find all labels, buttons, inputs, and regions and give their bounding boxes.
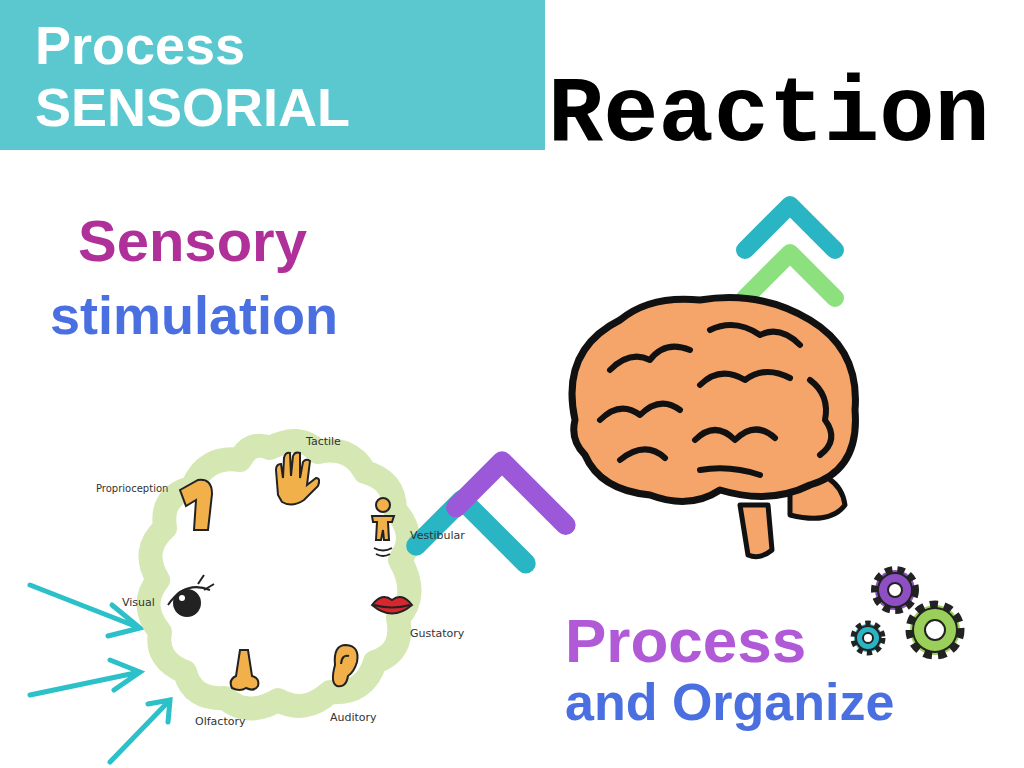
- sense-label: Proprioception: [96, 484, 168, 494]
- process-heading: Process: [565, 610, 806, 672]
- sense-label: Tactile: [306, 436, 341, 447]
- sense-label: Olfactory: [195, 716, 245, 727]
- sense-label: Auditory: [330, 712, 377, 723]
- gears: [854, 570, 960, 655]
- stimulation-heading: Sensory: [78, 212, 307, 270]
- stimulation-heading: stimulation: [50, 288, 338, 342]
- title-band: Process SENSORIAL: [0, 0, 545, 150]
- sense-label: Visual: [122, 597, 155, 608]
- sense-label: Gustatory: [410, 628, 464, 639]
- hand-icon: [276, 452, 319, 504]
- sense-ring: [148, 441, 409, 709]
- knee-icon: [180, 480, 212, 530]
- ear-icon: [333, 645, 358, 686]
- figure-icon: [372, 498, 394, 556]
- nose-icon: [231, 650, 259, 690]
- process-heading: and Organize: [565, 676, 894, 728]
- sense-label: Vestibular: [410, 530, 465, 541]
- title-text: Process SENSORIAL: [35, 14, 395, 138]
- brain: [572, 298, 855, 557]
- lips-icon: [372, 597, 412, 614]
- reaction-heading: Reaction: [548, 70, 990, 162]
- eye-icon: [168, 575, 214, 616]
